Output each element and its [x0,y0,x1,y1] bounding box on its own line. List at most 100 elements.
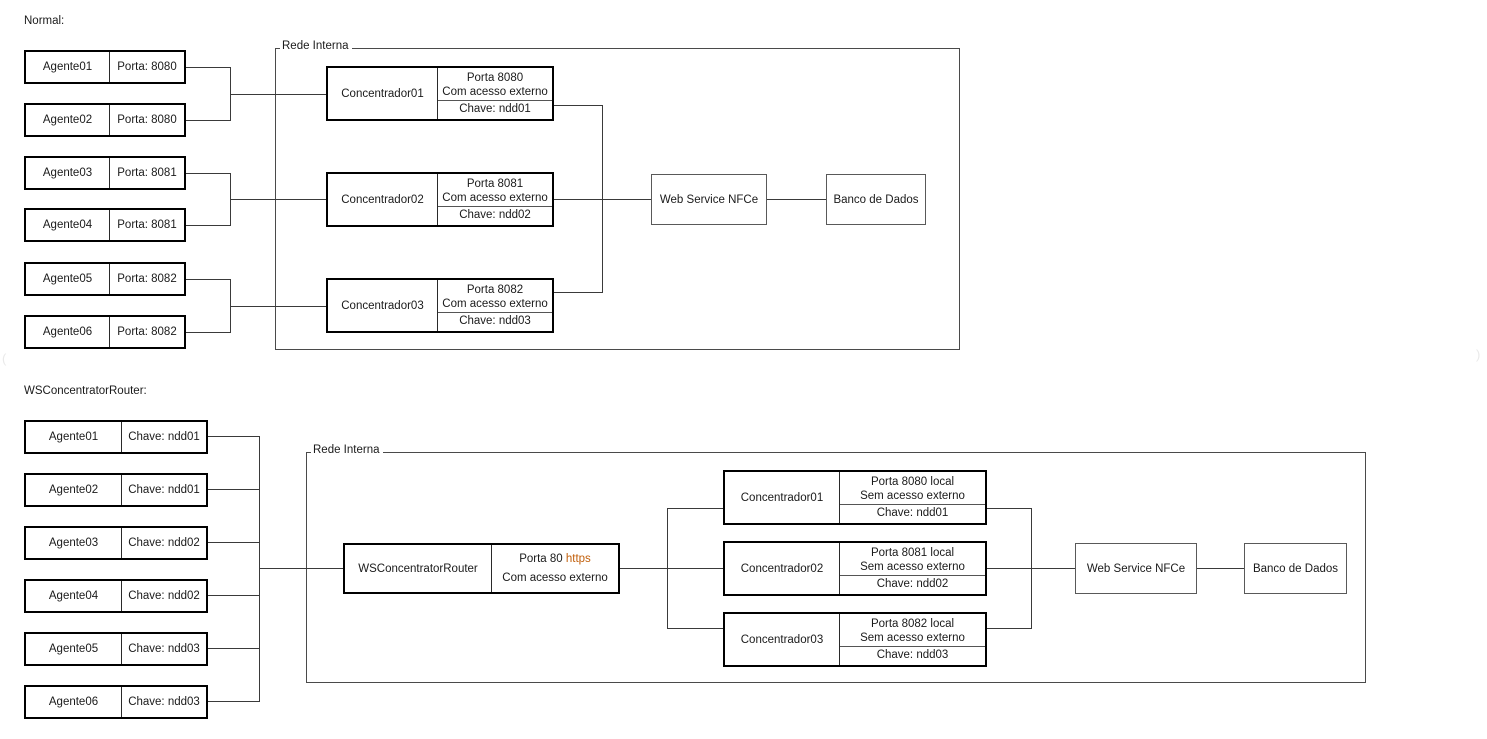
connector-router-agent05-stub [208,648,260,649]
agent-name: Agente06 [26,687,122,717]
node-agent-router-3[interactable]: Agente03 Chave: ndd02 [24,526,208,560]
agent-name: Agente03 [26,158,110,188]
node-concentrador-normal-2[interactable]: Concentrador02 Porta 8081 Com acesso ext… [326,172,554,227]
connector-agent05-stub [186,279,231,280]
connector-concentrador01-out [553,105,603,106]
agent-name: Agente02 [26,105,110,135]
connector-agent04-stub [186,225,231,226]
agent-name: Agente01 [26,422,122,452]
node-concentrador-router-2[interactable]: Concentrador02 Porta 8081 local Sem aces… [723,541,987,596]
agent-detail: Porta: 8082 [117,325,177,338]
node-agent-normal-6[interactable]: Agente06 Porta: 8082 [24,315,186,349]
node-agent-router-2[interactable]: Agente02 Chave: ndd01 [24,473,208,507]
connector-concentrador03-out [553,292,603,293]
node-agent-normal-3[interactable]: Agente03 Porta: 8081 [24,156,186,190]
agent-name: Agente04 [26,210,110,240]
agent-detail: Chave: ndd03 [128,695,200,708]
connector-branch-to-concentrador02 [667,568,723,569]
connector-router-agent01-stub [208,436,260,437]
wsrouter-name: WSConcentratorRouter [345,545,492,592]
scan-artifact-right: ) [1476,347,1481,362]
agent-name: Agente05 [26,264,110,294]
agent-detail: Chave: ndd02 [128,536,200,549]
agent-detail: Porta: 8081 [117,166,177,179]
agent-detail: Chave: ndd02 [128,589,200,602]
agent-name: Agente02 [26,475,122,505]
zone-rede-interna-router: Rede Interna [306,444,1366,683]
node-wsconcentratorrouter[interactable]: WSConcentratorRouter Porta 80 https Com … [343,543,620,594]
concentrador-name: Concentrador01 [328,68,438,119]
agent-name: Agente04 [26,581,122,611]
connector-agent02-stub [186,120,231,121]
agent-name: Agente01 [26,52,110,82]
concentrador-name: Concentrador01 [725,472,840,523]
node-concentrador-normal-3[interactable]: Concentrador03 Porta 8082 Com acesso ext… [326,278,554,333]
wsrouter-porta-scheme: https [565,553,591,566]
wsrouter-porta-prefix: Porta 80 [519,553,566,566]
agent-detail: Chave: ndd03 [128,642,200,655]
connector-branch-to-concentrador03 [667,628,723,629]
scan-artifact-bottom: . [4,729,8,739]
node-agent-router-1[interactable]: Agente01 Chave: ndd01 [24,420,208,454]
node-webservice-normal[interactable]: Web Service NFCe [651,174,767,225]
concentrador-detail: Porta 8082 local Sem acesso externo Chav… [840,614,985,665]
concentrador-name: Concentrador02 [328,174,438,225]
wsrouter-acesso: Com acesso externo [502,571,608,584]
node-agent-router-5[interactable]: Agente05 Chave: ndd03 [24,632,208,666]
connector-router-agent04-stub [208,595,260,596]
connector-router-concentrador02-out [987,568,1032,569]
concentrador-detail: Porta 8081 local Sem acesso externo Chav… [840,543,985,594]
zone-label-rede-interna-normal: Rede Interna [280,40,352,53]
node-concentrador-router-3[interactable]: Concentrador03 Porta 8082 local Sem aces… [723,612,987,667]
node-agent-normal-1[interactable]: Agente01 Porta: 8080 [24,50,186,84]
node-concentrador-router-1[interactable]: Concentrador01 Porta 8080 local Sem aces… [723,470,987,525]
concentrador-name: Concentrador03 [328,280,438,331]
connector-branch-to-concentrador01 [667,508,723,509]
connector-wsrouter-out [620,568,668,569]
node-agent-router-6[interactable]: Agente06 Chave: ndd03 [24,685,208,719]
connector-merge-to-webservice-router [1031,568,1075,569]
concentrador-detail: Porta 8082 Com acesso externo Chave: ndd… [438,280,552,331]
concentrador-detail: Porta 8080 local Sem acesso externo Chav… [840,472,985,523]
connector-bus-to-webservice-normal [602,199,651,200]
connector-router-agent03-stub [208,542,260,543]
agent-detail: Chave: ndd01 [128,430,200,443]
agent-detail: Chave: ndd01 [128,483,200,496]
agent-detail: Porta: 8081 [117,218,177,231]
node-webservice-router[interactable]: Web Service NFCe [1075,543,1197,594]
connector-webservice-to-database-normal [766,199,827,200]
node-agent-normal-2[interactable]: Agente02 Porta: 8080 [24,103,186,137]
connector-pair2-to-concentrador02 [230,199,326,200]
agent-detail: Porta: 8080 [117,113,177,126]
connector-router-agent06-stub [208,701,260,702]
connector-agent06-stub [186,332,231,333]
concentrador-detail: Porta 8080 Com acesso externo Chave: ndd… [438,68,552,119]
concentrador-name: Concentrador03 [725,614,840,665]
agent-name: Agente03 [26,528,122,558]
connector-agent03-stub [186,173,231,174]
section-title-router: WSConcentratorRouter: [24,385,147,397]
connector-bus-concentrators-normal [602,105,603,292]
connector-pair1-to-concentrador01 [230,94,326,95]
connector-concentrador02-out [553,199,603,200]
zone-label-rede-interna-router: Rede Interna [311,444,383,457]
node-database-normal[interactable]: Banco de Dados [826,174,926,225]
agent-name: Agente06 [26,317,110,347]
connector-bus-to-wsrouter [259,568,344,569]
section-title-normal: Normal: [24,15,65,27]
node-database-router[interactable]: Banco de Dados [1244,543,1347,594]
concentrador-name: Concentrador02 [725,543,840,594]
agent-detail: Porta: 8082 [117,272,177,285]
scan-artifact-left: ( [2,351,7,366]
node-concentrador-normal-1[interactable]: Concentrador01 Porta 8080 Com acesso ext… [326,66,554,121]
node-agent-normal-4[interactable]: Agente04 Porta: 8081 [24,208,186,242]
connector-router-concentrador01-out [987,508,1032,509]
connector-webservice-to-database-router [1197,568,1244,569]
connector-bus-pair1 [230,67,231,120]
connector-pair3-to-concentrador03 [230,306,326,307]
agent-detail: Porta: 8080 [117,60,177,73]
node-agent-router-4[interactable]: Agente04 Chave: ndd02 [24,579,208,613]
concentrador-detail: Porta 8081 Com acesso externo Chave: ndd… [438,174,552,225]
node-agent-normal-5[interactable]: Agente05 Porta: 8082 [24,262,186,296]
